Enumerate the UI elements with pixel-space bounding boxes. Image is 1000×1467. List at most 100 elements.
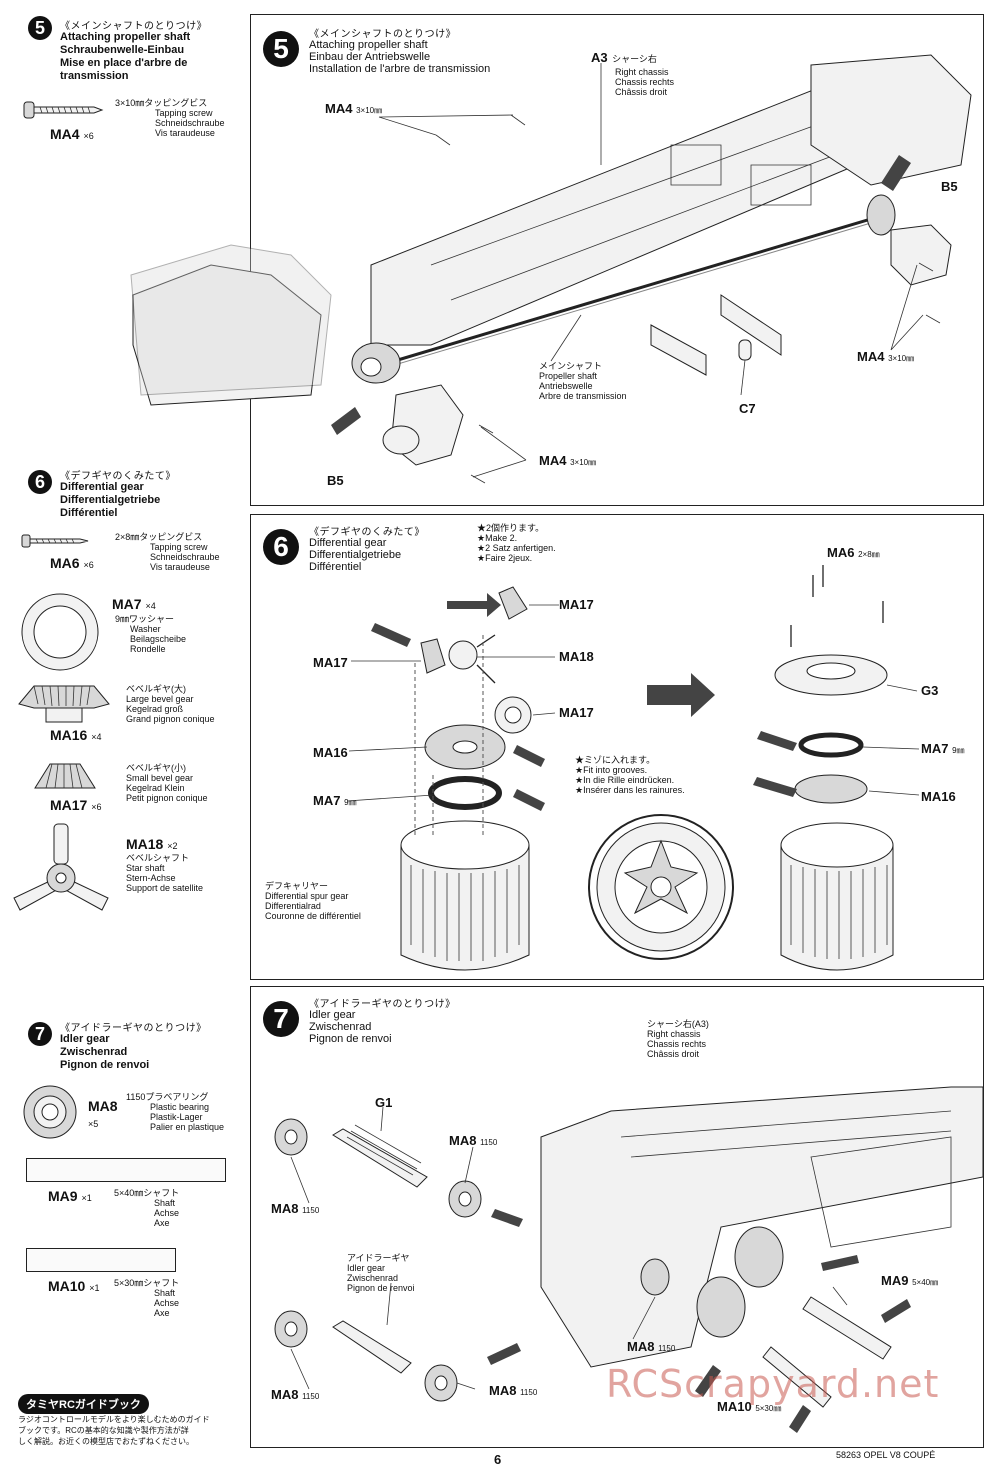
panel-5-badge: 5 [263, 31, 299, 67]
differential-assembly-drawing [346, 565, 920, 971]
make-two-note: ★2個作ります。 ★Make 2. ★2 Satz anfertigen. ★F… [477, 523, 556, 563]
step-7-title-fr: Pignon de renvoi [60, 1059, 150, 1071]
step-6-title-jp: 《デフギヤのくみたて》 [60, 471, 176, 482]
step-7-title-en: Idler gear [60, 1033, 110, 1045]
panel-6-title-jp: 《デフギヤのくみたて》 [309, 527, 425, 538]
make-de: ★2 Satz anfertigen. [477, 543, 556, 553]
carrier-jp: デフキャリヤー [265, 881, 329, 891]
groove-en: ★Fit into grooves. [575, 765, 648, 775]
ma8-jp: 1150プラベアリング [126, 1092, 209, 1102]
chassis-code: A3 [591, 50, 608, 65]
ma10-de: Achse [154, 1298, 180, 1308]
panel-7-title-de: Zwischenrad [309, 1021, 372, 1033]
ma9-en: Shaft [154, 1198, 176, 1208]
carrier-fr: Couronne de différentiel [265, 911, 361, 921]
step-5-title-fr2: transmission [60, 70, 129, 82]
washer-icon [21, 593, 99, 671]
panel-7-title-block: Idler gear Zwischenrad Pignon de renvoi [309, 1009, 392, 1045]
step-6-title-en: Differential gear [60, 481, 144, 493]
panel-6-ma16-right: MA16 [921, 789, 956, 804]
idler-gear-label: アイドラーギヤ Idler gear Zwischenrad Pignon de… [347, 1253, 415, 1293]
step-5-title-block: Attaching propeller shaft Schraubenwelle… [60, 31, 240, 83]
ma9-jp: 5×40㎜シャフト [114, 1188, 180, 1198]
shaft-30mm-icon [26, 1248, 176, 1272]
guide-book-text: ラジオコントロールモデルをより楽しむためのガイド ブックです。RCの基本的な知識… [18, 1414, 238, 1447]
panel-6-ma18: MA18 [559, 649, 594, 664]
panel-7-title-en: Idler gear [309, 1009, 356, 1021]
sidebar-part-ma8-desc: 1150プラベアリング Plastic bearing Plastik-Lage… [126, 1092, 224, 1132]
sidebar-part-ma10-desc: 5×30㎜シャフト Shaft Achse Axe [114, 1278, 179, 1318]
ma7-fr: Rondelle [130, 644, 166, 654]
ma17-fr: Petit pignon conique [126, 793, 208, 803]
groove-jp: ★ミゾに入れます。 [575, 755, 656, 765]
panel-6-ma17-left: MA17 [313, 655, 348, 670]
step-5-title-fr1: Mise en place d'arbre de [60, 57, 188, 69]
ma17-jp: ベベルギヤ(小) [126, 763, 186, 773]
panel-7-ma8-lower-right: MA8 1150 [489, 1383, 538, 1398]
ma17-en: Small bevel gear [126, 773, 194, 783]
step-5-title-en: Attaching propeller shaft [60, 31, 191, 43]
ma16-en: Large bevel gear [126, 694, 194, 704]
shaft-jp: メインシャフト [539, 361, 603, 371]
panel-6-title-en: Differential gear [309, 537, 387, 549]
sidebar-part-ma16-desc: ベベルギヤ(大) Large bevel gear Kegelrad groß … [126, 684, 215, 724]
panel-6-title-fr: Différentiel [309, 561, 362, 573]
panel-7-ma10: MA10 5×30㎜ [717, 1399, 782, 1414]
ma9-de: Achse [154, 1208, 180, 1218]
panel-5-ma4-callout-bottom: MA4 3×10㎜ [539, 453, 597, 468]
ma10-jp: 5×30㎜シャフト [114, 1278, 180, 1288]
chassis-a3-label: A3 シャーシ右 Right chassis Chassis rechts Ch… [591, 49, 674, 97]
site-watermark: RCScrapyard.net [606, 1362, 940, 1406]
groove-fr: ★Insérer dans les rainures. [575, 785, 685, 795]
sidebar-part-ma10: MA10 ×1 [48, 1278, 100, 1294]
sidebar-part-ma17-desc: ベベルギヤ(小) Small bevel gear Kegelrad Klein… [126, 763, 208, 803]
sidebar-part-ma8: MA8×5 [88, 1098, 118, 1129]
step-6-panel: 6 《デフギヤのくみたて》 Differential gear Differen… [250, 514, 984, 980]
panel-7-ma9: MA9 5×40㎜ [881, 1273, 939, 1288]
sidebar-part-ma17: MA17 ×6 [50, 797, 102, 813]
panel-6-g3: G3 [921, 683, 939, 698]
ma8-fr: Palier en plastique [150, 1122, 225, 1132]
panel-5-ma4-callout-right: MA4 3×10㎜ [857, 349, 915, 364]
idler-jp: アイドラーギヤ [347, 1253, 410, 1263]
step-5-title-jp: 《メインシャフトのとりつけ》 [60, 21, 208, 32]
panel-5-title-fr: Installation de l'arbre de transmission [309, 63, 491, 75]
sidebar-part-ma7-desc: 9㎜ワッシャー Washer Beilagscheibe Rondelle [115, 614, 186, 654]
panel-7-ma8-upper-left: MA8 1150 [271, 1201, 320, 1216]
fit-grooves-note: ★ミゾに入れます。 ★Fit into grooves. ★In die Ril… [575, 755, 685, 795]
panel-6-title-de: Differentialgetriebe [309, 549, 402, 561]
sidebar-part-ma18-desc: ベベルシャフト Star shaft Stern-Achse Support d… [126, 853, 203, 893]
page-number: 6 [494, 1452, 502, 1467]
chassis7-de: Chassis rechts [647, 1039, 707, 1049]
ma7-en: Washer [130, 624, 161, 634]
sidebar-part-ma6: MA6 ×6 [50, 555, 94, 571]
sidebar-part-ma7: MA7 ×4 [112, 596, 156, 612]
shaft-40mm-icon [26, 1158, 226, 1182]
panel-6-ma17-top: MA17 [559, 597, 594, 612]
small-bevel-gear-icon [34, 763, 96, 789]
step-7-title-jp: 《アイドラーギヤのとりつけ》 [60, 1023, 207, 1034]
step-6-title-de: Differentialgetriebe [60, 494, 161, 506]
diff-carrier-label: デフキャリヤー Differential spur gear Different… [265, 881, 361, 921]
ma10-fr: Axe [154, 1308, 170, 1318]
ma18-jp: ベベルシャフト [126, 853, 190, 863]
sidebar-part-ma6-desc: 2×8㎜タッピングビス Tapping screw Schneidschraub… [115, 532, 220, 572]
small-screw-icon [21, 534, 89, 548]
large-bevel-gear-icon [18, 685, 110, 723]
plastic-bearing-icon [23, 1085, 77, 1139]
shaft-fr: Arbre de transmission [539, 391, 627, 401]
idler-de: Zwischenrad [347, 1273, 399, 1283]
propeller-shaft-label: メインシャフト Propeller shaft Antriebswelle Ar… [539, 361, 627, 401]
star-shaft-icon [13, 823, 109, 911]
ma7-jp: 9㎜ワッシャー [115, 614, 175, 624]
panel-5-b5-right: B5 [941, 179, 958, 194]
ma8-en: Plastic bearing [150, 1102, 210, 1112]
panel-7-chassis-label: シャーシ右(A3) Right chassis Chassis rechts C… [647, 1019, 709, 1059]
panel-7-title-jp: 《アイドラーギヤのとりつけ》 [309, 999, 456, 1010]
ma4-en: Tapping screw [155, 108, 213, 118]
chassis-de: Chassis rechts [615, 77, 675, 87]
tapping-screw-icon [23, 101, 104, 119]
panel-5-title-en: Attaching propeller shaft [309, 39, 428, 51]
carrier-de: Differentialrad [265, 901, 321, 911]
make-jp: ★2個作ります。 [477, 523, 545, 533]
